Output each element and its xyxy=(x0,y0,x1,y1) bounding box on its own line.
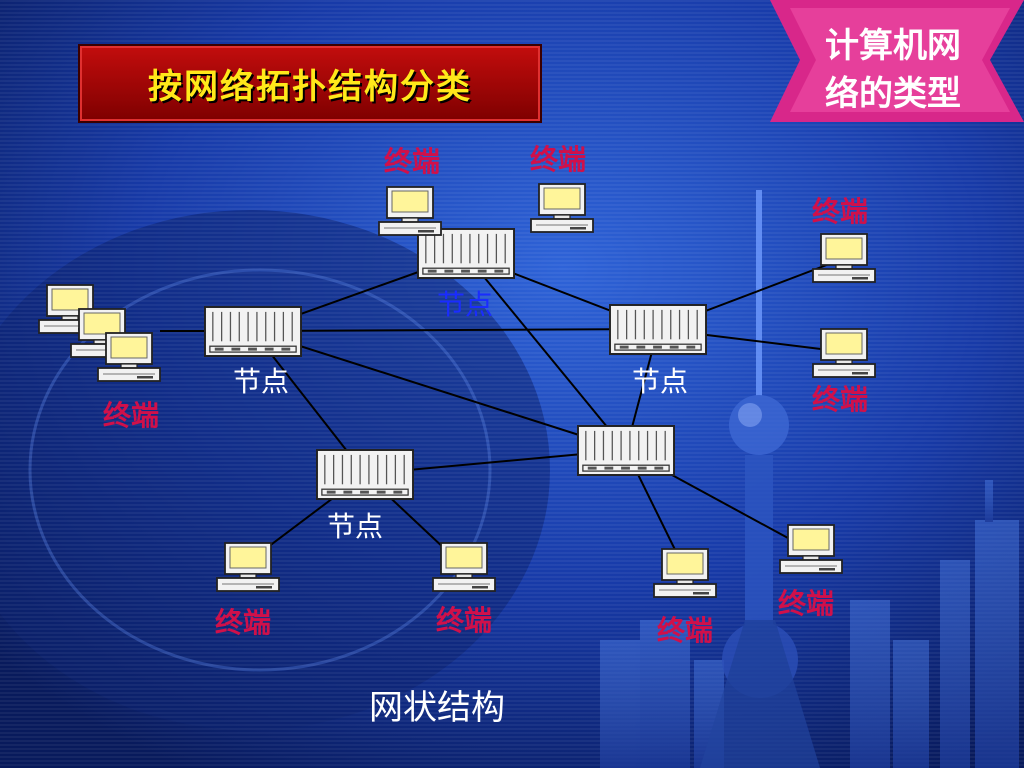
terminal-label: 终端 xyxy=(384,145,440,178)
links xyxy=(160,254,846,571)
terminal-computer-icon xyxy=(530,183,594,233)
terminal-label: 终端 xyxy=(103,399,159,432)
node-switch-icon xyxy=(316,449,414,500)
terminal-label: 终端 xyxy=(436,604,492,637)
terminal-label: 终端 xyxy=(530,143,586,176)
terminal-label: 终端 xyxy=(215,606,271,639)
terminal-computer-icon xyxy=(97,332,161,382)
node-label: 节点 xyxy=(327,510,383,543)
node-label: 节点 xyxy=(233,365,289,398)
node-switch-icon xyxy=(204,306,302,357)
terminal-label: 终端 xyxy=(778,587,834,620)
title-banner: 按网络拓扑结构分类 xyxy=(78,44,542,123)
slide-title: 按网络拓扑结构分类 xyxy=(148,67,472,107)
terminal-labels: 终端 终端 终端 终端 终端 终端 终端 终端 终端 xyxy=(103,143,868,647)
node-switch-icon xyxy=(417,228,515,279)
terminal-computer-icon xyxy=(216,542,280,592)
link xyxy=(465,254,627,451)
node-label: 节点 xyxy=(632,365,688,398)
terminal-computer-icon xyxy=(779,524,843,574)
node-label: 节点 xyxy=(437,288,493,321)
node-labels: 节点 节点 节点 节点 xyxy=(233,288,688,543)
terminal-label: 终端 xyxy=(657,614,713,647)
link xyxy=(252,328,659,332)
node-switch-icon xyxy=(609,304,707,355)
terminal-computer-icon xyxy=(812,328,876,378)
city-skyline xyxy=(600,480,1019,768)
terminal-computer-icon xyxy=(812,233,876,283)
category-badge xyxy=(770,0,1024,122)
nodes xyxy=(204,228,707,500)
link xyxy=(252,330,627,451)
terminal-label: 终端 xyxy=(812,383,868,416)
tower-silhouette xyxy=(700,190,820,768)
terminal-computer-icon xyxy=(378,186,442,236)
category-badge-text: 计算机网络的类型 xyxy=(825,26,961,114)
terminal-computer-icon xyxy=(432,542,496,592)
terminal-label: 终端 xyxy=(812,195,868,228)
diagram-caption: 网状结构 xyxy=(369,688,505,728)
node-switch-icon xyxy=(577,425,675,476)
terminal-computer-icon xyxy=(653,548,717,598)
